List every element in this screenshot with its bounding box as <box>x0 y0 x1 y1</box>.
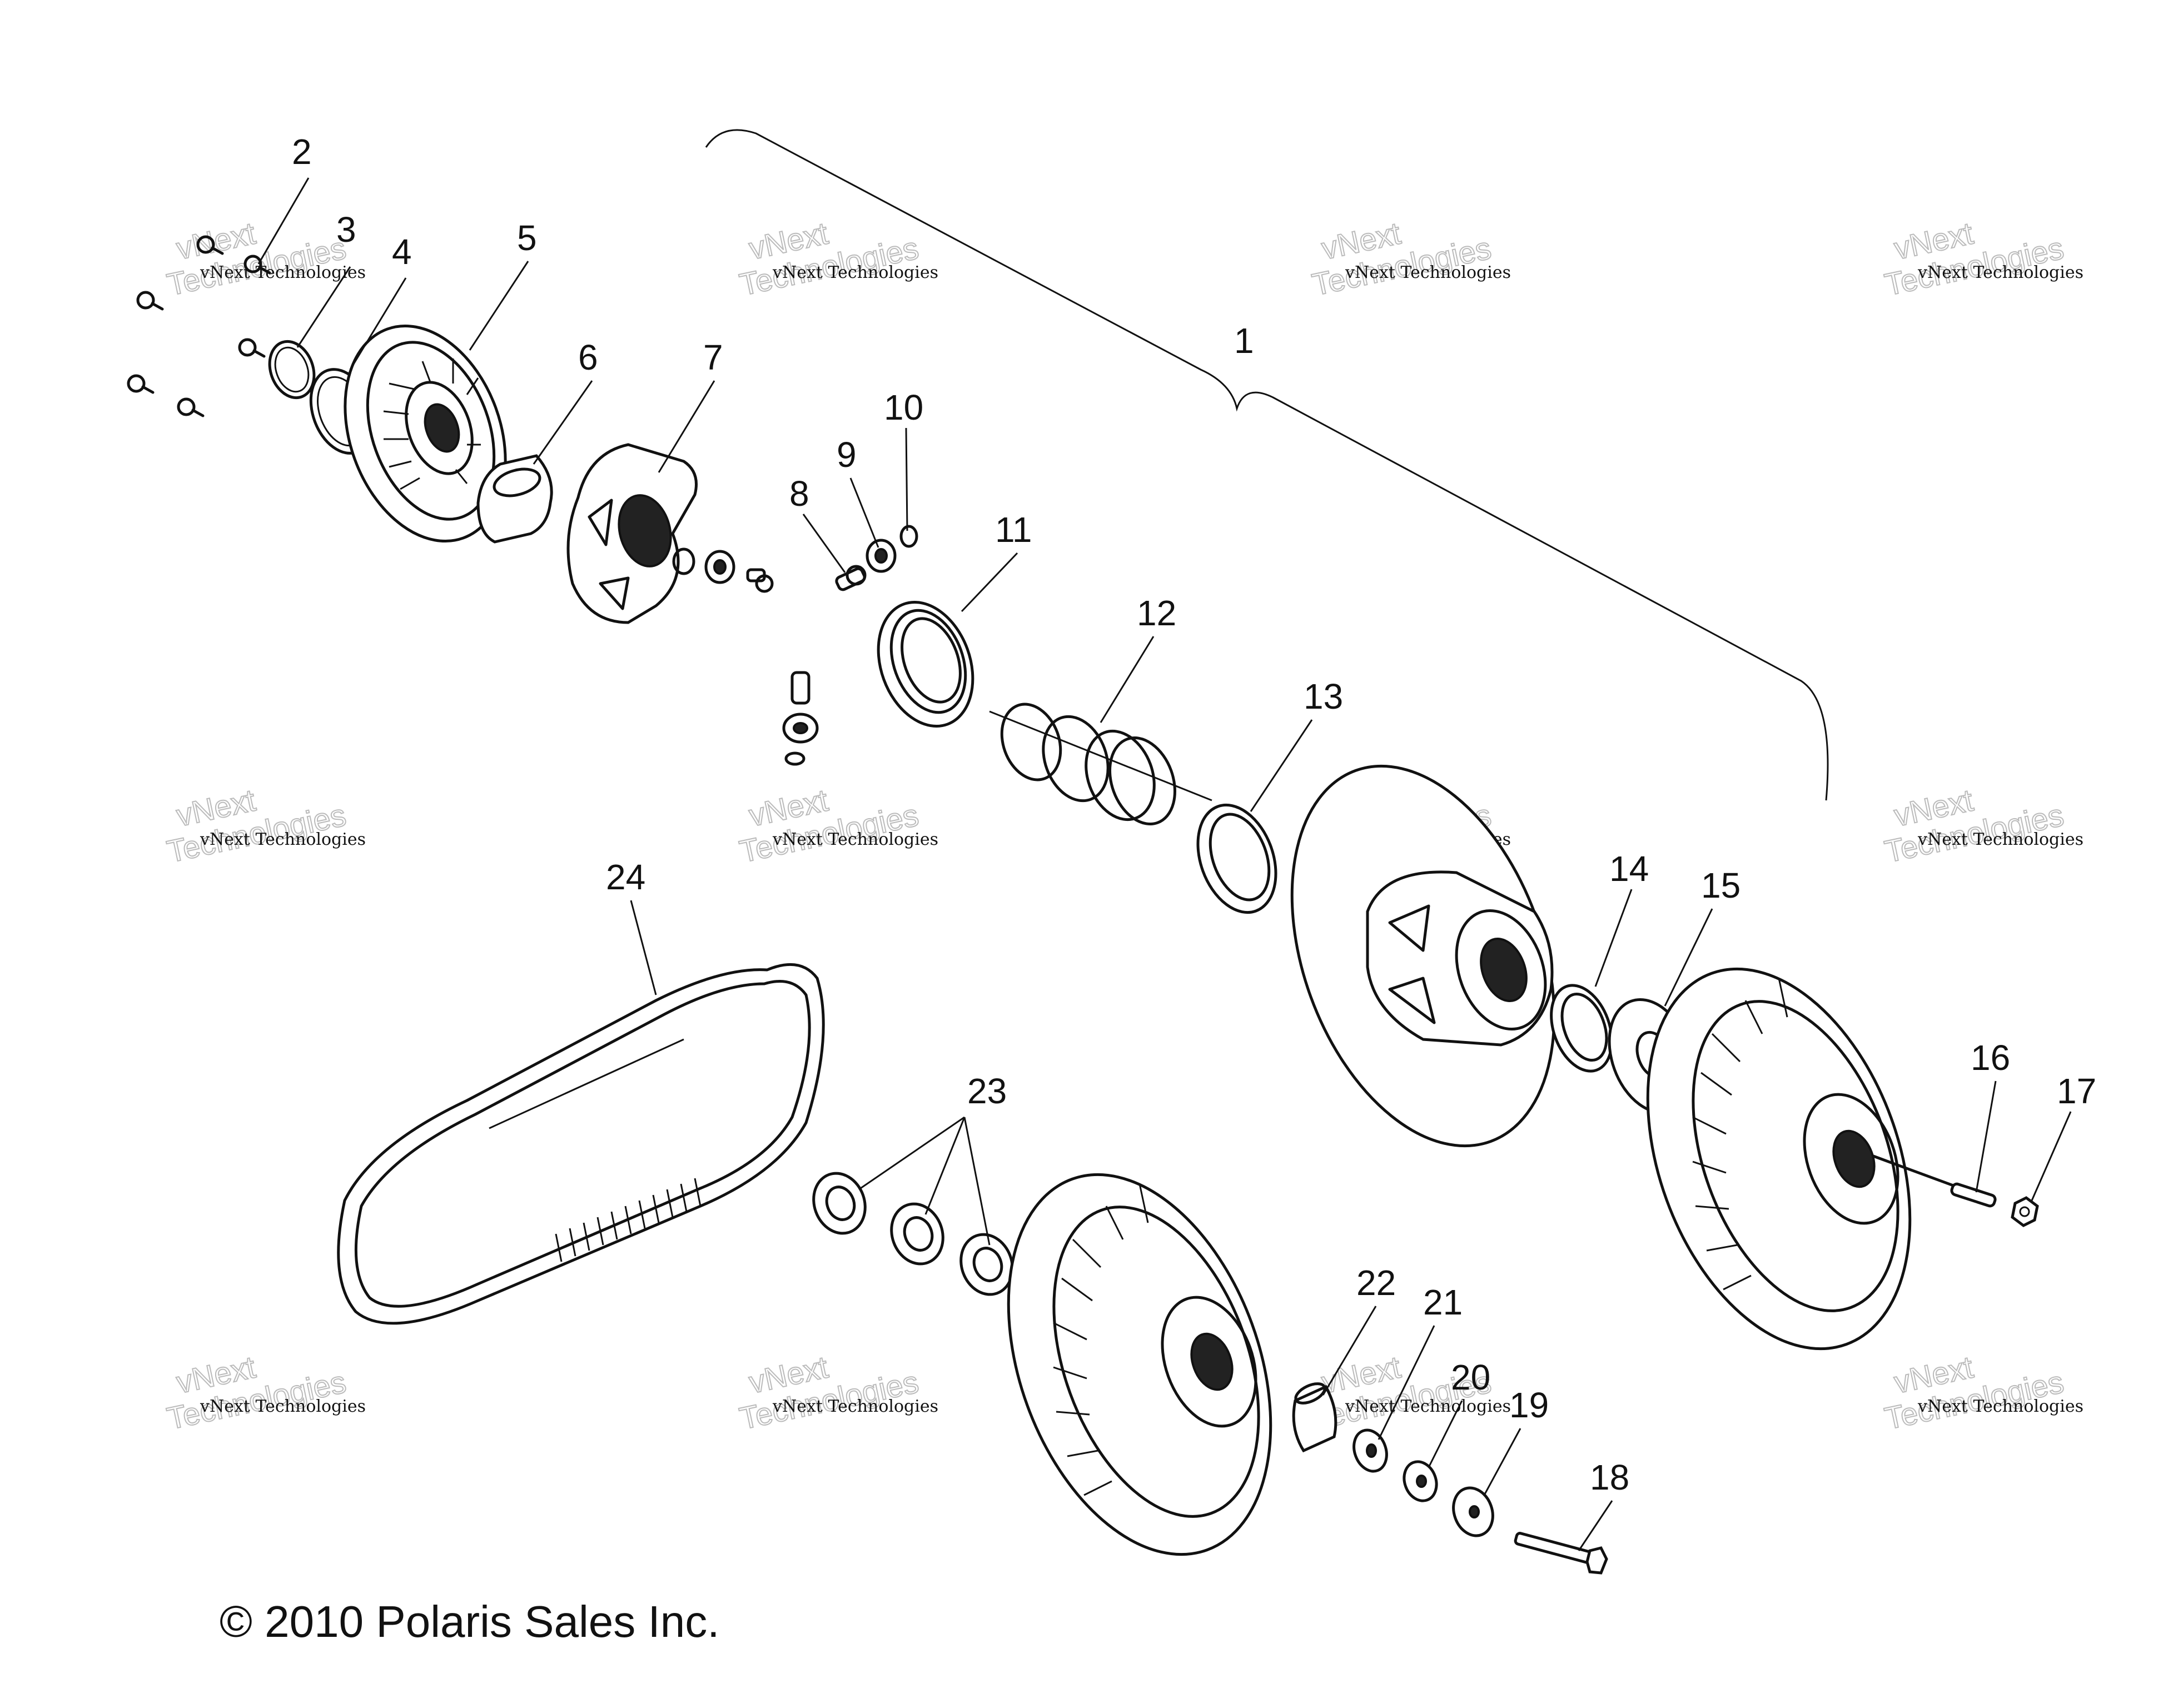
callout-11: 11 <box>995 510 1032 550</box>
svg-text:vNext Technologies: vNext Technologies <box>1917 1397 2083 1416</box>
spacer-part-22 <box>1292 1382 1337 1453</box>
spring-part-12 <box>989 703 1212 825</box>
callout-2: 2 <box>292 132 312 172</box>
bushing-part-6 <box>476 454 553 544</box>
drive-belt-part-24 <box>337 963 825 1325</box>
assembly-bracket <box>705 129 1829 801</box>
screw-set-part-2 <box>127 235 271 417</box>
callout-22: 22 <box>1356 1263 1396 1303</box>
washer-lower <box>784 751 805 766</box>
roller-small <box>704 550 735 584</box>
watermark: vNext Technologies vNext Technologies <box>163 1348 366 1436</box>
pin-part-8 <box>835 565 867 591</box>
callout-9: 9 <box>837 435 857 475</box>
svg-text:vNext Technologies: vNext Technologies <box>200 263 366 282</box>
svg-text:vNext Technologies: vNext Technologies <box>772 830 938 849</box>
callout-24: 24 <box>606 857 645 897</box>
callout-10: 10 <box>884 387 923 427</box>
callout-15: 15 <box>1701 865 1741 905</box>
snap-ring-part-3 <box>268 340 316 400</box>
callout-23: 23 <box>967 1071 1007 1111</box>
spider-part-7 <box>566 443 698 624</box>
watermark: vNext Technologies vNext Technologies <box>1881 781 2083 869</box>
watermark: vNext Technologies vNext Technologies <box>163 781 366 869</box>
svg-text:vNext Technologies: vNext Technologies <box>1917 830 2083 849</box>
callout-7: 7 <box>703 337 723 377</box>
callout-14: 14 <box>1609 849 1649 889</box>
stationary-sheave <box>1007 1173 1272 1556</box>
roller-lower <box>782 713 819 744</box>
fixed-sheave <box>1646 967 1981 1351</box>
svg-text:vNext Technologies: vNext Technologies <box>772 263 938 282</box>
washer-small <box>672 547 695 575</box>
pin-lower <box>790 671 810 705</box>
svg-text:vNext Technologies: vNext Technologies <box>1917 263 2083 282</box>
watermark: vNext Technologies vNext Technologies <box>1309 215 1511 302</box>
watermark: vNext Technologies vNext Technologies <box>736 1348 938 1436</box>
roller-part-9 <box>866 539 897 573</box>
svg-text:vNext Technologies: vNext Technologies <box>200 1397 366 1416</box>
callout-13: 13 <box>1304 676 1343 716</box>
nut-part-17 <box>2011 1196 2039 1227</box>
callout-18: 18 <box>1590 1457 1629 1497</box>
watermark: vNext Technologies vNext Technologies <box>736 781 938 869</box>
svg-text:vNext Technologies: vNext Technologies <box>1345 1397 1511 1416</box>
ring-part-13 <box>1196 803 1277 914</box>
svg-text:vNext Technologies: vNext Technologies <box>200 830 366 849</box>
callout-8: 8 <box>789 474 809 514</box>
svg-text:vNext Technologies: vNext Technologies <box>772 1397 938 1416</box>
callout-4: 4 <box>392 232 412 272</box>
pin-small <box>746 568 774 593</box>
watermark: vNext Technologies vNext Technologies <box>736 215 938 302</box>
shims-part-23 <box>812 1172 1014 1296</box>
callout-5: 5 <box>517 218 537 258</box>
watermark: vNext Technologies vNext Technologies <box>1881 1348 2083 1436</box>
callout-1: 1 <box>1234 321 1254 361</box>
callout-6: 6 <box>578 337 598 377</box>
washer-part-21 <box>1352 1428 1388 1473</box>
pin-part-16 <box>1950 1182 1997 1208</box>
leader-lines <box>257 177 2072 1551</box>
bushing-part-14 <box>1550 984 1613 1073</box>
callout-12: 12 <box>1137 593 1176 633</box>
callout-3: 3 <box>336 210 356 250</box>
callout-17: 17 <box>2057 1071 2096 1111</box>
seal-part-11 <box>877 601 974 728</box>
callout-20: 20 <box>1451 1357 1490 1397</box>
bolt-part-18 <box>1514 1532 1608 1575</box>
watermark: vNext Technologies vNext Technologies <box>1881 215 2083 302</box>
callout-19: 19 <box>1509 1385 1549 1425</box>
washer-part-19 <box>1452 1486 1494 1537</box>
callout-16: 16 <box>1971 1038 2010 1078</box>
callout-21: 21 <box>1423 1282 1463 1322</box>
moveable-sheave <box>1290 764 1556 1148</box>
callout-labels: 1 2 3 4 5 6 7 8 9 10 11 12 13 14 15 16 1… <box>292 132 2096 1497</box>
washer-part-10 <box>899 525 918 548</box>
svg-text:vNext Technologies: vNext Technologies <box>1345 263 1511 282</box>
washer-part-20 <box>1403 1460 1438 1502</box>
copyright-notice: © 2010 Polaris Sales Inc. <box>220 1597 719 1646</box>
cover-part-5 <box>344 324 507 543</box>
